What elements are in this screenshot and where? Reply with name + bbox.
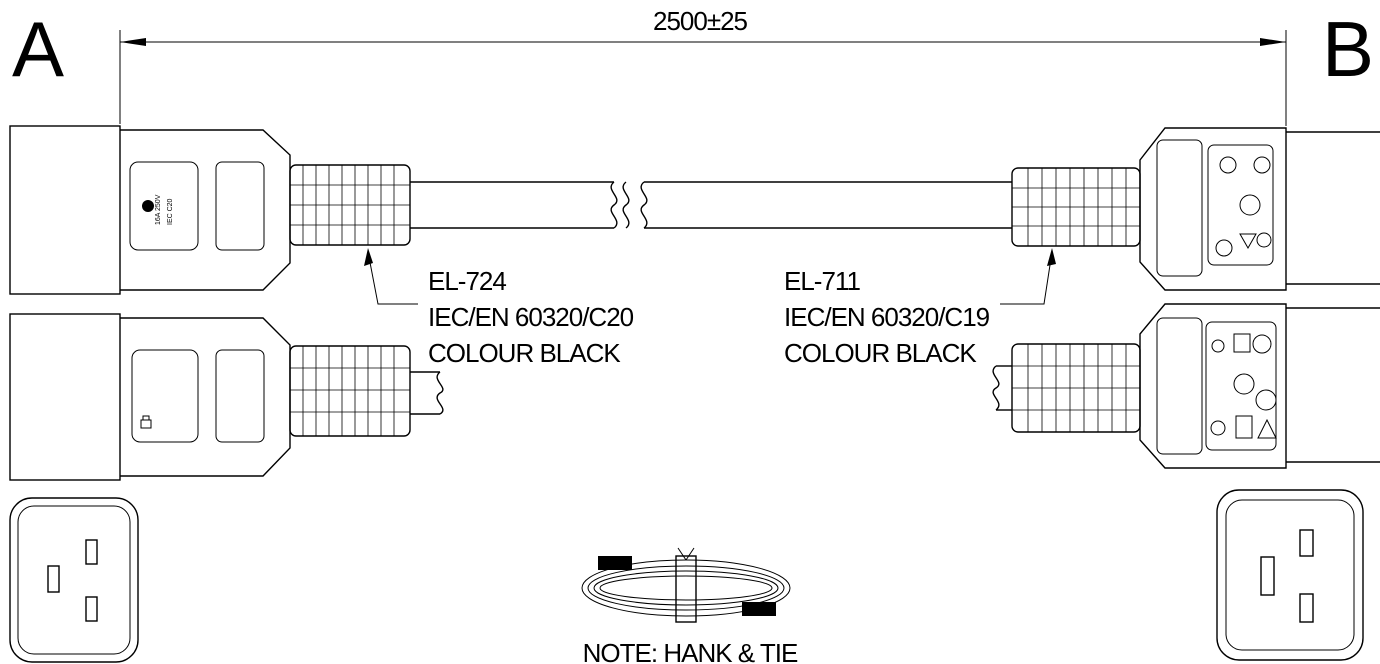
connector-a-face-view (9, 497, 139, 663)
n-mark-icon (1256, 232, 1272, 248)
svg-text:IEC C20: IEC C20 (167, 198, 174, 225)
svg-text:16A 250V: 16A 250V (155, 194, 162, 225)
end-label-a: A (12, 5, 64, 93)
connector-b-top-view (1011, 127, 1380, 291)
fi-mark-icon (1215, 239, 1233, 257)
s-mark-icon (1219, 156, 1237, 174)
connector-a-part: EL-724 (428, 266, 506, 296)
end-label-b: B (1322, 5, 1374, 93)
cable-middle (640, 181, 1012, 229)
hank-illustration (581, 547, 791, 623)
connector-a-label: EL-724 IEC/EN 60320/C20 COLOUR BLACK (428, 266, 635, 368)
connector-b-standard: IEC/EN 60320/C19 (784, 302, 990, 332)
connector-a-standard: IEC/EN 60320/C20 (428, 302, 634, 332)
connector-b-side-view (992, 303, 1380, 469)
triangle-mark-icon (1239, 233, 1257, 250)
hank-note: NOTE: HANK & TIE (583, 638, 798, 664)
leader-lines (364, 248, 1056, 305)
length-dimension: 2500±25 (119, 6, 1287, 126)
connector-b-part: EL-711 (784, 266, 860, 296)
connector-a-top-view: 16A 250V IEC C20 (9, 125, 630, 295)
ground-mark-icon (140, 415, 152, 429)
connector-b-face-view (1216, 489, 1364, 661)
cert-mark-icon (142, 200, 154, 212)
connector-a-side-view (9, 313, 444, 481)
ce-mark-icon (1239, 194, 1261, 216)
length-value: 2500±25 (653, 6, 748, 36)
connector-a-colour: COLOUR BLACK (428, 338, 621, 368)
connector-b-colour: COLOUR BLACK (784, 338, 977, 368)
connector-b-label: EL-711 IEC/EN 60320/C19 COLOUR BLACK (784, 266, 991, 368)
d-mark-icon (1253, 156, 1271, 174)
